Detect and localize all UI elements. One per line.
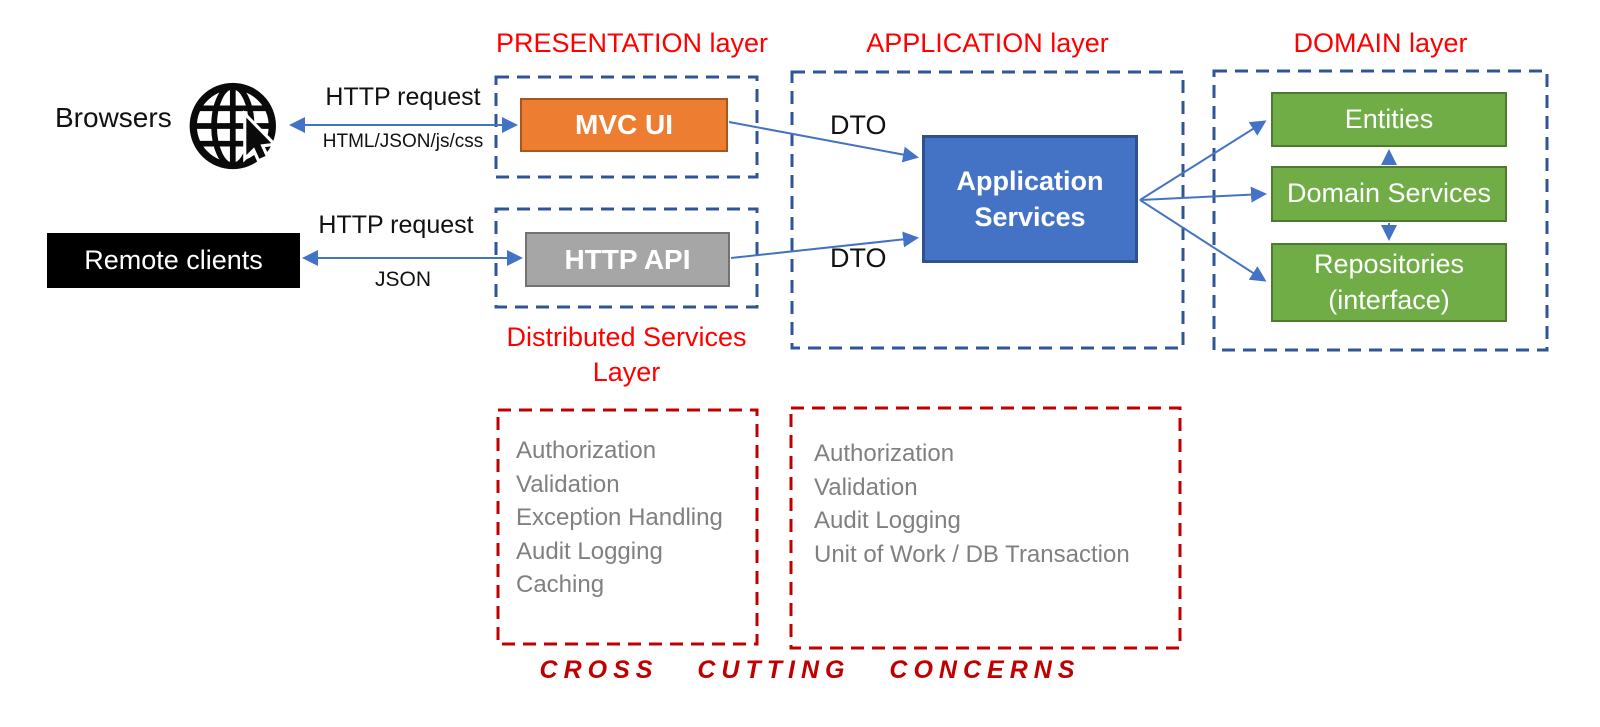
application-layer-title: APPLICATION layer [866,28,1109,58]
domain-services-box: Domain Services [1271,166,1507,222]
browser-request-label: HTTP request [325,83,481,111]
remote-request-label: HTTP request [318,211,474,239]
domain-layer-frame [1212,69,1549,352]
entities-box: Entities [1271,92,1507,147]
repositories-box: Repositories (interface) [1271,243,1507,322]
list-item: Validation [516,470,620,498]
list-item: Authorization [814,440,955,467]
dto-bottom-label: DTO [830,243,887,273]
appservices-to-domainservices-arrow [1139,186,1267,203]
cross-cutting-concerns-title: CROSS CUTTING CONCERNS [539,656,1081,684]
mvc-to-appservices-arrow [728,121,919,163]
http-api-box: HTTP API [525,232,730,287]
browsers-label: Browsers [55,102,172,133]
distributed-services-layer-title: Distributed Services Layer [506,322,747,387]
application-layer-frame [790,70,1185,350]
list-item: Unit of Work / DB Transaction [814,540,1130,568]
remote-response-label: JSON [374,268,431,291]
distributed-services-frame [494,207,759,309]
list-item: Caching [516,571,605,598]
appservices-to-repositories-arrow [1139,199,1267,282]
globe-with-cursor-icon [189,82,278,170]
list-item: Exception Handling [516,504,723,531]
list-item: Audit Logging [814,507,961,534]
remote-clients-box: Remote clients [47,233,300,288]
cross-cutting-right-frame [789,406,1182,650]
browser-response-label: HTML/JSON/js/css [322,131,484,152]
application-services-box: Application Services [922,135,1138,263]
cross-cutting-left-list: Authorization Validation Exception Handl… [516,434,723,602]
domain-layer-title: DOMAIN layer [1293,28,1468,58]
cross-cutting-right-list: Authorization Validation Audit Logging U… [814,437,1130,571]
list-item: Audit Logging [516,537,663,565]
dto-top-label: DTO [830,110,887,140]
appservices-to-entities-arrow [1139,120,1267,201]
list-item: Validation [814,473,918,501]
cross-cutting-left-frame [496,408,759,646]
list-item: Authorization [516,437,657,464]
presentation-layer-title: PRESENTATION layer [496,28,769,58]
cursor-icon [243,110,278,163]
api-to-appservices-arrow [730,231,919,259]
mvc-ui-box: MVC UI [520,98,728,152]
